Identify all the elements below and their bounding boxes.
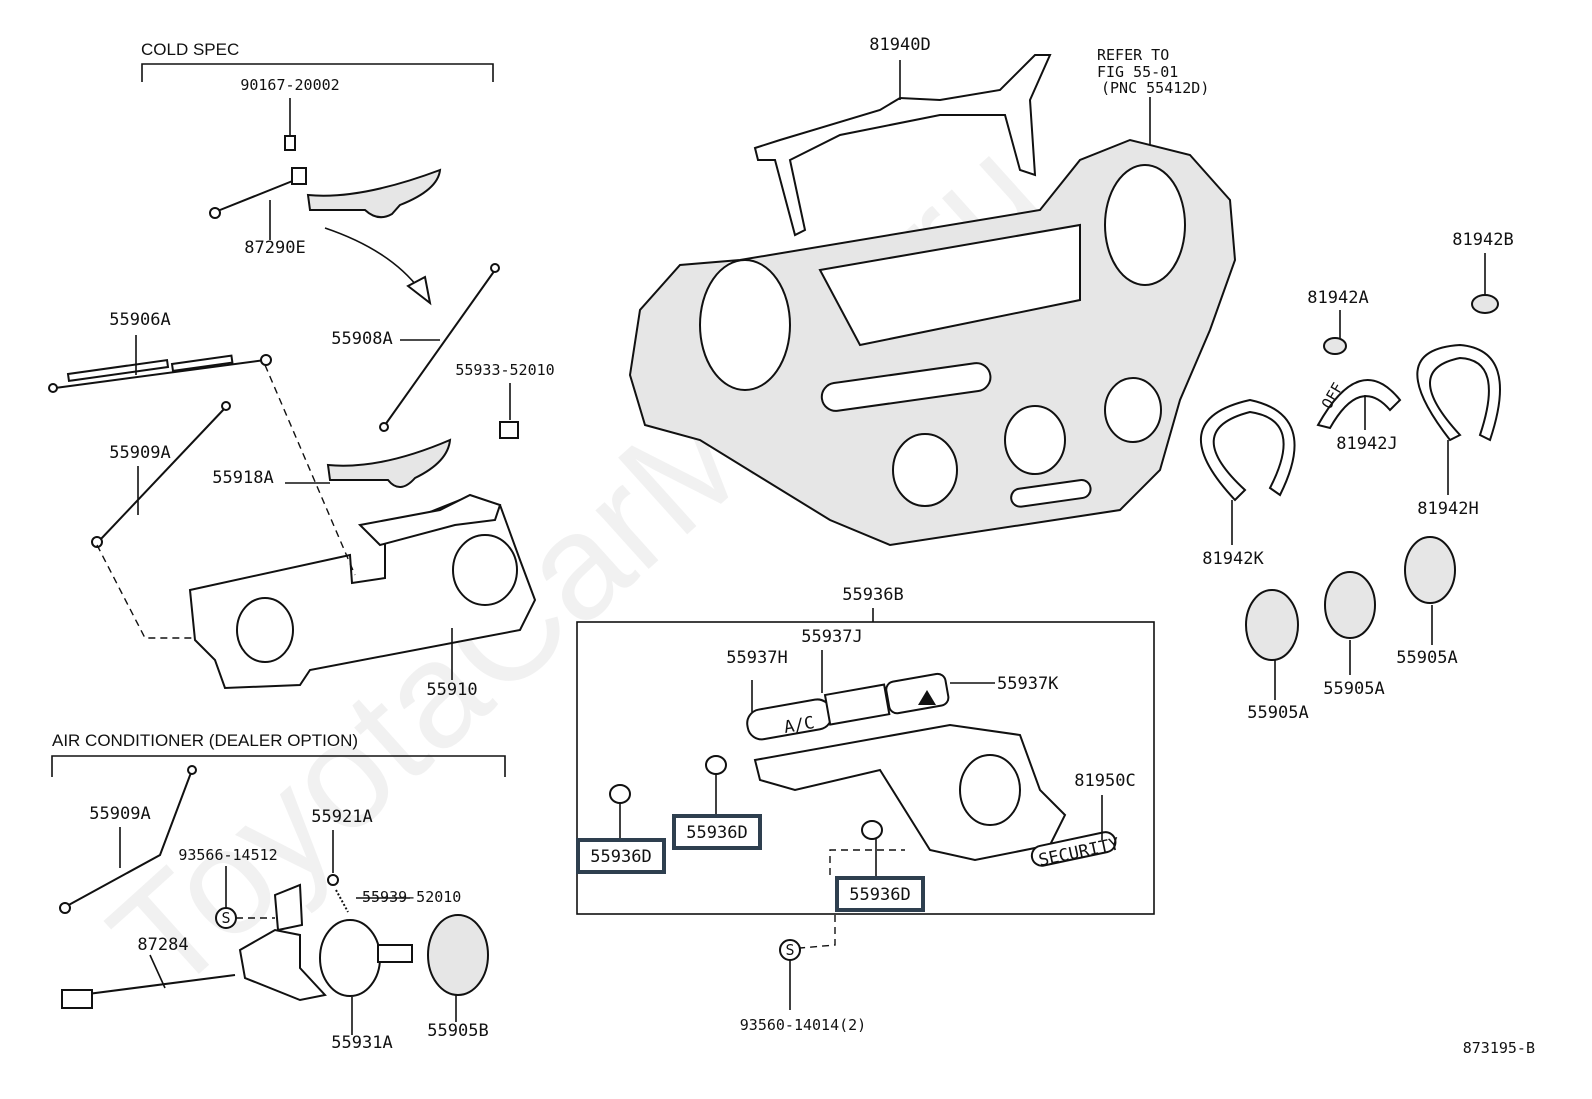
bracket bbox=[51, 755, 506, 777]
part-label: 55921A bbox=[311, 807, 372, 827]
section-title-air-conditioner: AIR CONDITIONER (DEALER OPTION) bbox=[52, 731, 358, 750]
part-label: 55937K bbox=[997, 674, 1059, 694]
highlight-box bbox=[672, 814, 762, 850]
ac-button-marking: A/C bbox=[782, 713, 816, 738]
part-label: 55909A bbox=[89, 804, 150, 824]
part-label: 55939-52010 bbox=[362, 888, 461, 906]
part-label: 55905A bbox=[1323, 679, 1384, 699]
bracket bbox=[141, 63, 494, 82]
screw-symbol: S bbox=[221, 909, 230, 927]
screw-symbol: S bbox=[785, 941, 794, 959]
part-label: 81942H bbox=[1417, 499, 1478, 519]
part-label: 55918A bbox=[212, 468, 273, 488]
part-label: 81942B bbox=[1452, 230, 1513, 250]
part-label: 55936B bbox=[842, 585, 903, 605]
air-conditioner-section: AIR CONDITIONER (DEALER OPTION) bbox=[51, 731, 506, 777]
part-label: 81942K bbox=[1202, 549, 1264, 569]
reference-note-line: REFER TO bbox=[1097, 46, 1169, 64]
part-label: 81942J bbox=[1336, 434, 1397, 454]
cold-spec-section: COLD SPEC bbox=[141, 40, 494, 82]
ac-option-parts: S bbox=[59, 765, 489, 1035]
part-label: 90167-20002 bbox=[240, 76, 339, 94]
part-label-highlighted: 55936D bbox=[590, 847, 651, 867]
part-label: 55905A bbox=[1247, 703, 1308, 723]
part-label: 87290E bbox=[244, 238, 305, 258]
part-label: 87284 bbox=[137, 935, 188, 955]
part-labels: 90167-20002 87290E 55906A 55908A 55933-5… bbox=[89, 35, 1535, 1057]
reference-note-line: (PNC 55412D) bbox=[1101, 79, 1209, 97]
part-label: 93560-14014(2) bbox=[740, 1016, 866, 1034]
section-title-cold-spec: COLD SPEC bbox=[141, 40, 239, 59]
part-label-highlighted: 55936D bbox=[849, 885, 910, 905]
part-label: 55905B bbox=[427, 1021, 488, 1041]
part-label: 55905A bbox=[1396, 648, 1457, 668]
part-label: 55937J bbox=[801, 627, 862, 647]
part-label: 55906A bbox=[109, 310, 170, 330]
reference-note-line: FIG 55-01 bbox=[1097, 63, 1178, 81]
part-label: 55931A bbox=[331, 1033, 392, 1053]
left-parts bbox=[48, 98, 537, 690]
part-label: 93566-14512 bbox=[178, 846, 277, 864]
part-label-highlighted: 55936D bbox=[686, 823, 747, 843]
part-label: 55909A bbox=[109, 443, 170, 463]
part-label: 81942A bbox=[1307, 288, 1368, 308]
highlight-box bbox=[835, 876, 925, 912]
drawing-number: 873195-B bbox=[1463, 1039, 1535, 1057]
dial-parts: OFF bbox=[1199, 253, 1501, 700]
part-label: 81950C bbox=[1074, 771, 1135, 791]
center-panel-parts bbox=[628, 54, 1237, 547]
reference-note: REFER TO FIG 55-01 (PNC 55412D) bbox=[1097, 46, 1209, 97]
part-label: 55910 bbox=[426, 680, 477, 700]
part-label: 55937H bbox=[726, 648, 787, 668]
part-label: 81940D bbox=[869, 35, 930, 55]
group-frame bbox=[576, 621, 1155, 915]
part-label: 55933-52010 bbox=[455, 361, 554, 379]
part-label: 55908A bbox=[331, 329, 392, 349]
switch-assembly-group: A/C SECURITY S bbox=[576, 608, 1155, 1010]
highlight-box bbox=[576, 838, 666, 874]
